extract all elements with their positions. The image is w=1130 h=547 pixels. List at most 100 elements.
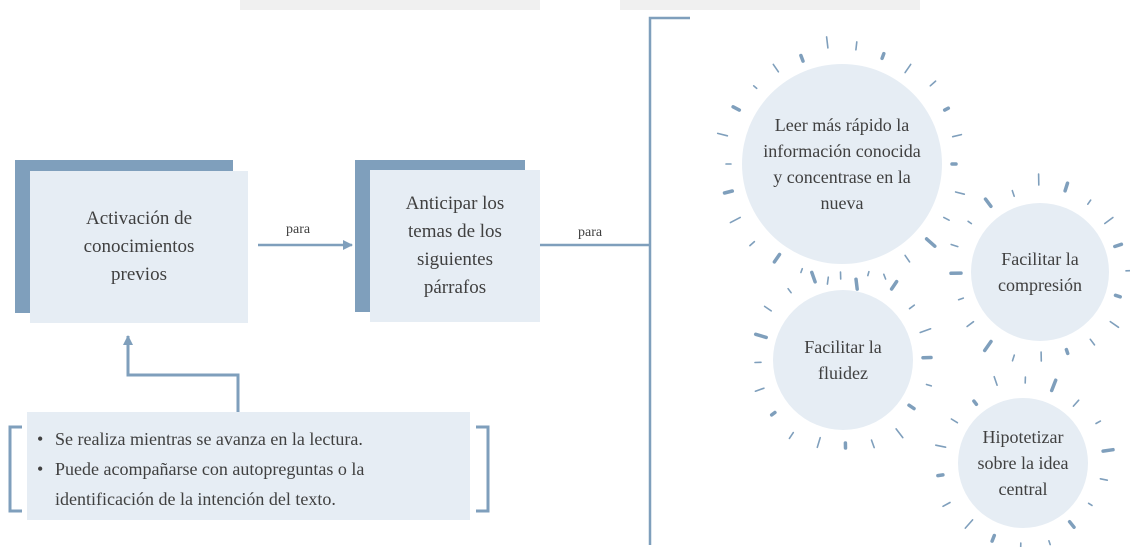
note-text-1: Se realiza mientras se avanza en la lect… (55, 429, 363, 449)
ray-mark (763, 305, 773, 312)
ray-mark (889, 279, 899, 291)
ray-mark (1048, 539, 1051, 546)
ray-mark (810, 270, 817, 284)
ray-mark (950, 243, 959, 248)
ray-mark (826, 276, 830, 285)
circle-fluidez: Facilitar la fluidez (773, 290, 913, 430)
ray-mark (753, 332, 768, 340)
ray-mark (904, 254, 911, 263)
ray-mark (1099, 477, 1109, 482)
ray-mark (1089, 338, 1096, 346)
ray-mark (983, 197, 993, 209)
note-text-2: Puede acompañarse con autopreguntas o la… (55, 459, 365, 509)
ray-mark (966, 320, 975, 328)
ray-mark (957, 297, 965, 301)
ray-mark (880, 51, 886, 61)
top-decoration-right (620, 0, 920, 10)
edge-label-para-1: para (286, 222, 311, 237)
ray-mark (1011, 189, 1016, 198)
ray-mark (1109, 320, 1120, 329)
ray-mark (772, 252, 782, 264)
ray-mark (825, 36, 829, 49)
ray-mark (866, 270, 870, 277)
activacion-box: Activación de conocimientos previos (30, 171, 248, 323)
ray-mark (895, 428, 904, 439)
ray-mark (993, 375, 998, 387)
ray-mark (1113, 293, 1122, 299)
ray-mark (799, 53, 805, 63)
ray-mark (816, 436, 822, 449)
ray-mark (990, 533, 997, 543)
circle-leer: Leer más rápido la información conocida … (742, 64, 942, 264)
ray-mark (951, 133, 963, 138)
ray-mark (982, 339, 993, 353)
ray-mark (754, 387, 765, 393)
ray-mark (769, 410, 777, 417)
circle-fluidez-label: Facilitar la fluidez (804, 337, 882, 383)
ray-mark (972, 399, 979, 407)
ray-mark (855, 41, 858, 51)
notes-bracket-right (476, 425, 490, 513)
ray-mark (950, 418, 959, 424)
ray-mark (942, 106, 951, 112)
edge-label-para-2: para (578, 225, 603, 240)
ray-mark (722, 189, 735, 195)
ray-mark (1011, 354, 1016, 362)
anticipar-box: Anticipar los temas de los siguientes pá… (370, 170, 540, 322)
note-item: • Se realiza mientras se avanza en la lec… (35, 424, 470, 454)
ray-mark (1095, 420, 1102, 425)
ray-mark (1072, 399, 1080, 407)
ray-mark (934, 444, 947, 449)
ray-mark (1063, 181, 1070, 193)
ray-mark (731, 105, 742, 112)
ray-mark (870, 439, 876, 449)
ray-mark (1067, 519, 1076, 529)
ray-mark (788, 431, 795, 440)
ray-mark (954, 191, 966, 195)
ray-mark (925, 383, 933, 387)
ray-mark (907, 403, 916, 411)
ray-mark (1104, 216, 1114, 225)
top-decoration-left (240, 0, 540, 10)
ray-mark (936, 473, 945, 478)
rays (716, 36, 1130, 547)
bullet-icon: • (37, 429, 44, 449)
circle-comprension: Facilitar la compresión (971, 203, 1109, 341)
ray-mark (942, 501, 951, 508)
ray-mark (752, 85, 758, 90)
ray-mark (1049, 378, 1058, 393)
ray-mark (716, 132, 729, 137)
bullet-icon: • (37, 459, 44, 479)
notes-box: • Se realiza mientras se avanza en la lec… (27, 412, 470, 520)
circle-comprension-label: Facilitar la compresión (998, 249, 1082, 295)
arrow-notes-to-activacion (123, 335, 240, 412)
ray-mark (1087, 502, 1093, 507)
ray-mark (908, 304, 916, 310)
ray-mark (800, 267, 804, 274)
ray-mark (1101, 447, 1115, 453)
ray-mark (904, 63, 912, 74)
ray-mark (929, 80, 937, 87)
notes-list: • Se realiza mientras se avanza en la lec… (27, 412, 470, 514)
ray-mark (924, 237, 937, 248)
ray-mark (967, 220, 973, 225)
ray-mark (882, 273, 887, 280)
circle-hipotetizar-label: Hipotetizar sobre la idea central (977, 427, 1069, 499)
ray-mark (772, 63, 780, 73)
ray-mark (1087, 199, 1092, 205)
circle-leer-label: Leer más rápido la información conocida … (763, 115, 921, 213)
ray-mark (919, 327, 932, 334)
circle-hipotetizar: Hipotetizar sobre la idea central (958, 398, 1088, 528)
ray-mark (1113, 242, 1124, 249)
ray-mark (1064, 347, 1070, 356)
ray-mark (964, 519, 974, 529)
activacion-label: Activación de conocimientos previos (83, 208, 195, 285)
ray-mark (749, 240, 756, 247)
ray-mark (729, 216, 742, 224)
note-item: • Puede acompañarse con autopreguntas o l… (35, 454, 455, 514)
outcomes-bracket (648, 16, 690, 545)
ray-mark (942, 216, 950, 221)
anticipar-label: Anticipar los temas de los siguientes pá… (405, 193, 505, 298)
notes-bracket-left (8, 425, 22, 513)
